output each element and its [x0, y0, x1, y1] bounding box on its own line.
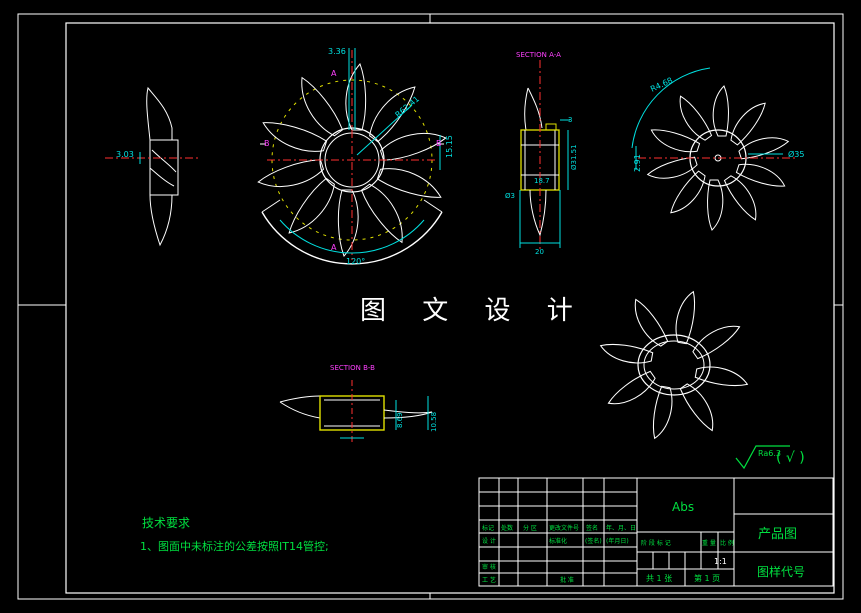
dim-3-36: 3.36	[328, 47, 346, 56]
tb-header-2: 分 区	[523, 524, 537, 532]
tech-req-item-1: 1、图面中未标注的公差按照IT14管控;	[140, 539, 329, 553]
section-a-a: SECTION A-A 3 Ø31.51 18.7 Ø3 20	[505, 51, 578, 256]
dim-d3: Ø3	[505, 192, 515, 200]
front-view	[255, 48, 449, 265]
watermark-text: 图 文 设 计	[360, 296, 587, 326]
marker-a-top: A	[331, 69, 337, 78]
tb-row-sign: (签名)	[585, 537, 602, 545]
tb-row-process: 工 艺	[482, 576, 496, 584]
tb-material: Abs	[672, 500, 694, 514]
dim-2-91: 2.91	[633, 154, 642, 172]
roughness-value: Ra6.3	[758, 449, 781, 458]
marker-b-right: B	[436, 139, 442, 148]
title-block	[478, 477, 834, 587]
rear-view	[631, 67, 798, 231]
title-block-text: 标记 处数 分 区 更改文件号 签名 年、月、日 设 计 标准化 (签名) (年…	[482, 524, 734, 584]
tb-sheets-total: 共 1 张	[646, 574, 672, 583]
marker-b-left: B	[264, 139, 270, 148]
dim-3-03: 3.03	[116, 150, 134, 159]
tb-drawing-code: 图样代号	[757, 564, 805, 579]
tb-row-check: 审 核	[482, 563, 496, 571]
section-b-b: SECTION B-B 8.69 10.58	[279, 364, 438, 442]
dim-r62-41: R62.41	[394, 94, 422, 119]
tb-row-design: 设 计	[482, 537, 496, 545]
tb-stage-1: 重 量	[702, 539, 716, 547]
tech-req-heading: 技术要求	[142, 516, 190, 530]
dim-3: 3	[568, 116, 572, 124]
dim-10-58: 10.58	[430, 412, 438, 432]
section-a-a-label: SECTION A-A	[516, 51, 561, 59]
sheet-frame	[17, 13, 844, 600]
dim-20: 20	[535, 248, 544, 256]
roughness-bracket: ( √ )	[776, 450, 805, 466]
technical-requirements: 技术要求 1、图面中未标注的公差按照IT14管控;	[140, 516, 329, 553]
dim-8-69: 8.69	[396, 412, 404, 428]
dim-d31-51: Ø31.51	[570, 144, 578, 170]
tb-sheet-no: 第 1 页	[694, 573, 720, 583]
tb-header-5: 年、月、日	[606, 524, 636, 532]
tb-drawing-name: 产品图	[758, 527, 797, 542]
tb-scale: 1:1	[714, 557, 727, 566]
tb-row-standard: 标准化	[549, 537, 567, 545]
marker-a-bottom: A	[331, 243, 337, 252]
dim-18-7: 18.7	[534, 177, 550, 185]
tb-header-3: 更改文件号	[549, 524, 579, 532]
tb-header-0: 标记	[482, 524, 494, 532]
dim-d35: Ø35	[788, 149, 804, 159]
isometric-view	[598, 289, 750, 441]
tb-header-1: 处数	[501, 524, 513, 532]
dim-120: 120°	[346, 257, 365, 266]
tb-row-approve: 批 准	[560, 576, 574, 584]
tb-header-4: 签名	[586, 524, 598, 532]
tb-stage-2: 比 例	[720, 539, 734, 547]
tb-stage-0: 阶 段 标 记	[641, 539, 671, 547]
side-view: 3.03	[105, 86, 200, 247]
section-b-b-label: SECTION B-B	[330, 364, 375, 372]
dim-15-15: 15.15	[445, 135, 454, 158]
tb-row-date: (年月日)	[606, 537, 629, 545]
roughness-symbol: Ra6.3 ( √ )	[735, 445, 805, 470]
